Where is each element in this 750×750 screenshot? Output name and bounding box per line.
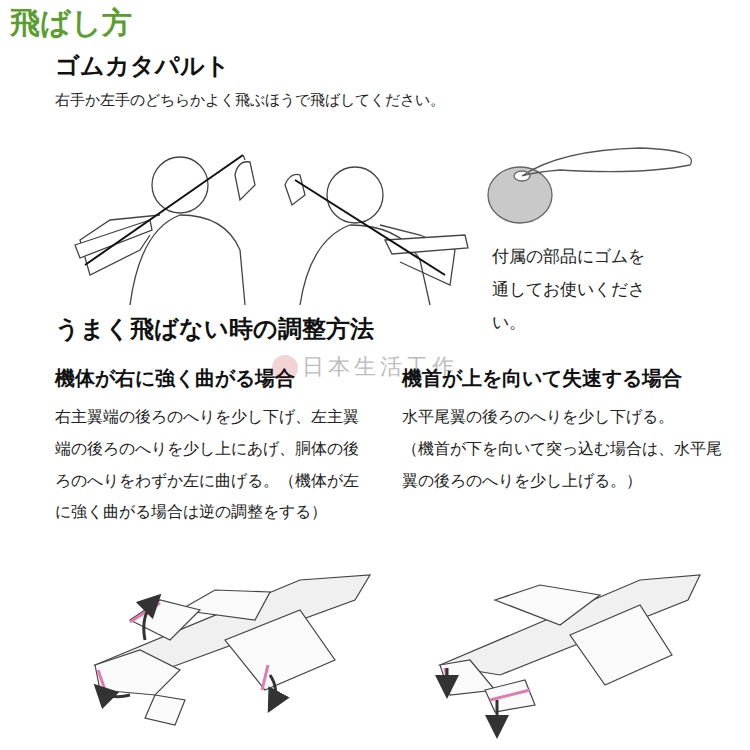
- case-heading: 機首が上を向いて失速する場合: [402, 364, 682, 392]
- case-text: 水平尾翼の後ろのへりを少し下げる。: [402, 402, 722, 434]
- instruction-text: 右手か左手のどちらかよく飛ぶほうで飛ばしてください。: [55, 90, 445, 111]
- case-text: 右主翼端の後ろのへりを少し下げ、左主翼端の後ろのへりを少し上にあげ、胴体の後ろの…: [55, 402, 363, 529]
- plane-right: [440, 575, 700, 730]
- section-heading: うまく飛ばない時の調整方法: [55, 313, 374, 347]
- part-note: 付属の部品にゴムを通してお使いください。: [492, 240, 652, 339]
- section-heading: ゴムカタパルト: [55, 50, 230, 84]
- plane-left: [95, 575, 370, 725]
- case-note: （機首が下を向いて突っ込む場合は、水平尾翼の後ろのへりを少し上げる。）: [402, 434, 722, 498]
- page-title: 飛ばし方: [10, 2, 132, 44]
- case-heading: 機体が右に強く曲がる場合: [55, 364, 295, 392]
